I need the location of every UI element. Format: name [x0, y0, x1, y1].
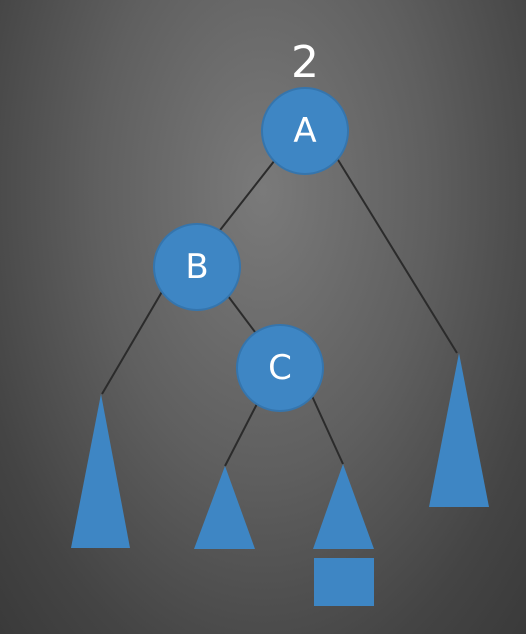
node-a-circle	[261, 87, 349, 175]
edge-b-left-subtree	[101, 289, 164, 395]
node-c-circle	[236, 324, 324, 412]
node-b: B	[153, 223, 241, 311]
tree-edges	[101, 154, 458, 467]
node-a-label: A	[293, 111, 316, 151]
node-c-label: C	[268, 348, 292, 388]
edge-c-right-subtree	[311, 395, 344, 465]
subtree-c-right-extra-level	[314, 558, 374, 606]
node-b-label: B	[185, 247, 208, 287]
subtree-c-right	[313, 464, 374, 549]
balance-factor-label: 2	[291, 37, 319, 88]
subtree-b-left	[71, 394, 130, 548]
edge-a-right-subtree	[334, 154, 458, 354]
edge-b-c	[224, 291, 259, 337]
node-a: A	[261, 87, 349, 175]
edge-c-left-subtree	[224, 397, 261, 467]
node-c: C	[236, 324, 324, 412]
subtree-c-left	[194, 466, 255, 549]
node-b-circle	[153, 223, 241, 311]
subtree-a-right	[429, 353, 489, 507]
subtrees	[71, 353, 489, 606]
edge-a-b	[216, 159, 276, 235]
